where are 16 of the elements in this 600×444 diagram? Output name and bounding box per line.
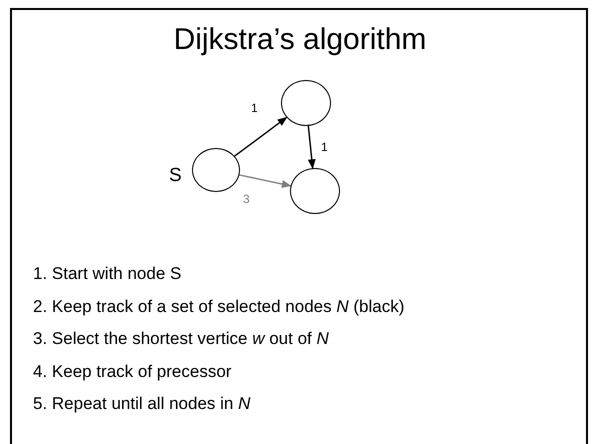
- arrow: [233, 116, 288, 158]
- graph-node: [192, 148, 240, 192]
- node-label: S: [169, 166, 182, 186]
- list-item: 2. Keep track of a set of selected nodes N (black): [33, 296, 404, 316]
- edge-label: 3: [242, 193, 251, 206]
- list-item: 3. Select the shortest vertice w out of N: [33, 329, 329, 349]
- arrow: [308, 124, 316, 170]
- arrow: [238, 174, 292, 188]
- edge-label: 1: [250, 102, 259, 115]
- slide-title: Dijkstra’s algorithm: [172, 22, 428, 58]
- edge-label: 1: [320, 141, 329, 154]
- list-item: 1. Start with node S: [33, 264, 182, 284]
- list-item: 4. Keep track of precessor: [33, 362, 232, 382]
- graph-node: [281, 80, 331, 126]
- list-item: 5. Repeat until all nodes in N: [33, 394, 250, 414]
- graph-node: [290, 168, 340, 214]
